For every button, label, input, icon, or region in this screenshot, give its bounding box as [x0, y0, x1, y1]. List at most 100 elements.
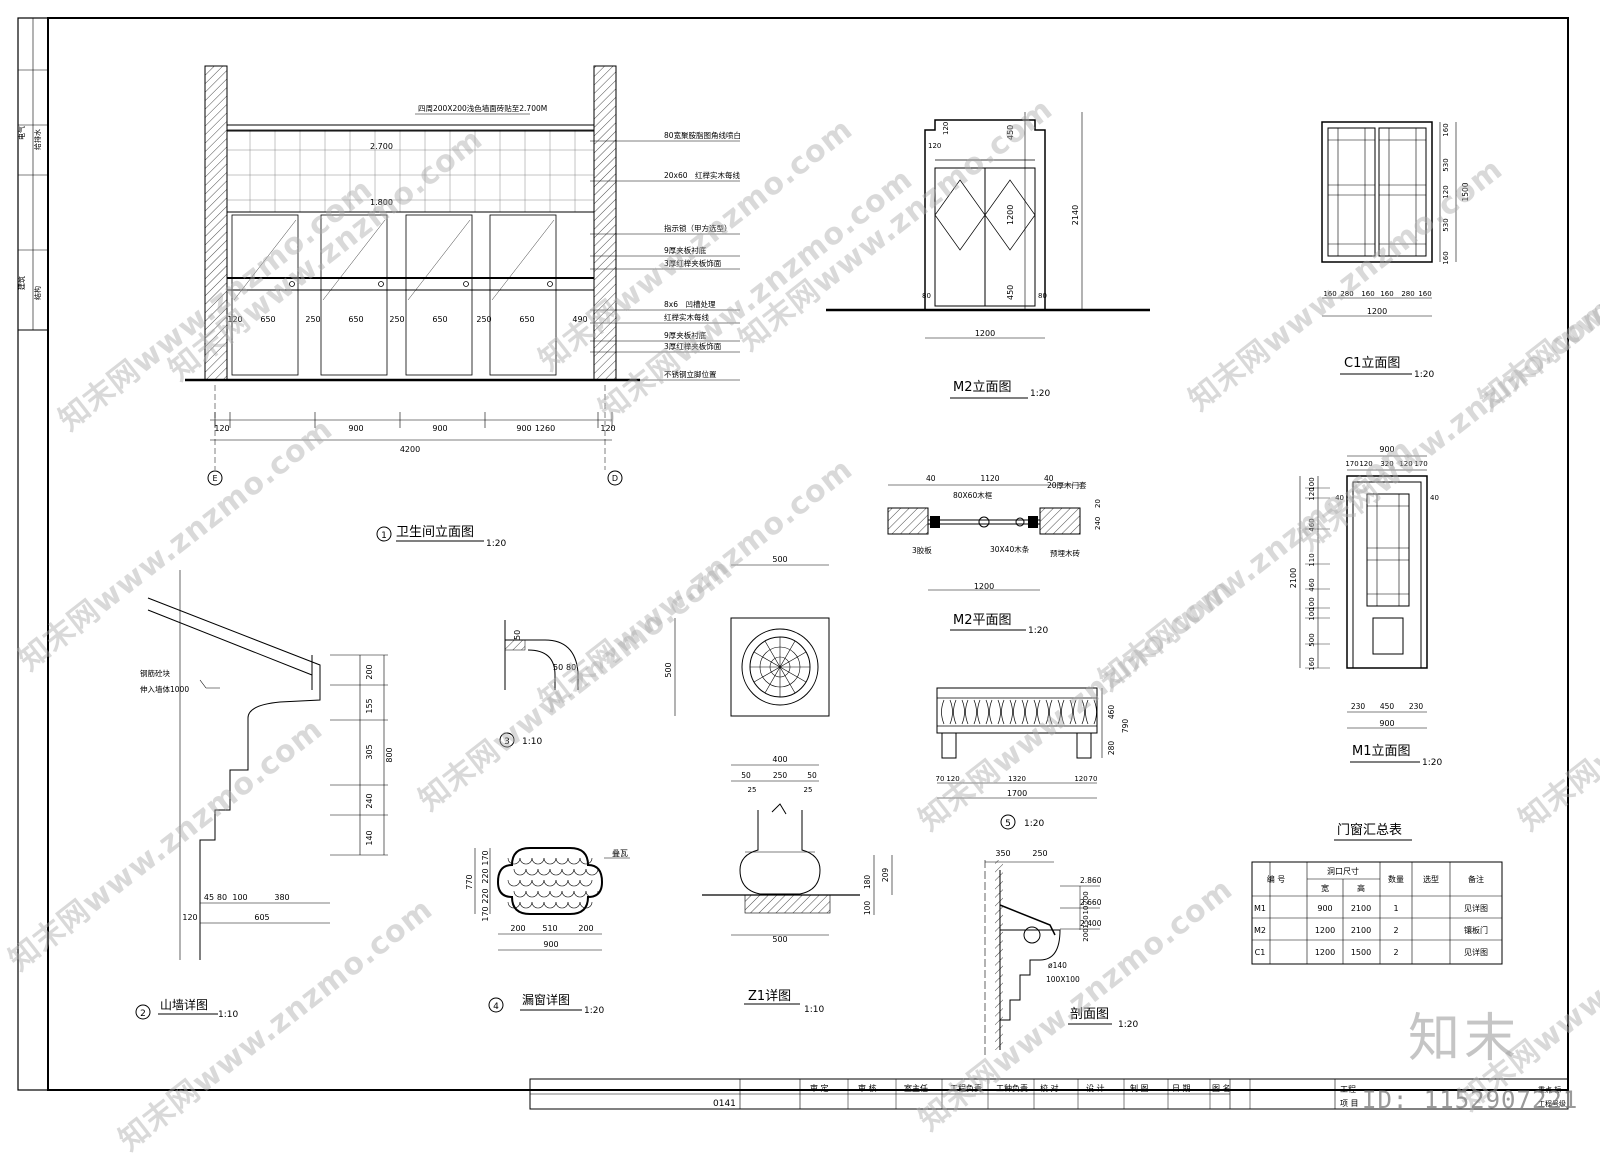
dim: 530 [1442, 158, 1450, 171]
schedule-cell: 900 [1317, 904, 1332, 913]
drawing-title: M2平面图 [953, 613, 1012, 628]
level-mark: 2.700 [370, 142, 393, 151]
dim: 650 [519, 315, 534, 324]
inner-border [47, 17, 1569, 1091]
dim: 250 [773, 771, 788, 780]
schedule-cell: 1 [1393, 904, 1398, 913]
dim: 900 [1379, 445, 1394, 454]
dim: 250 [389, 315, 404, 324]
dim: 209 [881, 868, 890, 883]
dim: 70 [936, 775, 945, 783]
drawing-number: 4 [493, 1002, 499, 1012]
m2-door-plan: 40 1120 40 80X60木框 20厚木门套 3胶板 30X40木条 预埋… [887, 474, 1102, 636]
dim: 280 [1340, 290, 1353, 298]
axis-label: E [212, 474, 217, 483]
drawing-scale: 1:20 [584, 1006, 604, 1016]
strip-label: 建筑 [17, 276, 26, 290]
dim: 80 [566, 663, 576, 672]
drawing-code: 0141 [713, 1099, 736, 1109]
dim: 120 [600, 424, 615, 433]
drawing-title: M1立面图 [1352, 744, 1411, 759]
dim: 120 [1074, 775, 1087, 783]
dim: 120 [182, 913, 197, 922]
dim: 170 [481, 906, 490, 921]
dim: 120 [1308, 487, 1316, 500]
dim: 100 [1308, 597, 1316, 610]
title-block-right: 重点·标 [1538, 1085, 1561, 1094]
dim: 650 [260, 315, 275, 324]
left-strip: 电气 给排水 建筑 结构 [17, 126, 42, 300]
schedule-cell: 1200 [1315, 926, 1335, 935]
dim: 650 [348, 315, 363, 324]
dim: 120 [1442, 185, 1450, 198]
dim: 160 [1418, 290, 1431, 298]
dim: 160 [1308, 657, 1316, 670]
schedule-cell: 见详图 [1464, 947, 1488, 957]
schedule-cell: 见详图 [1464, 903, 1488, 913]
dim: 70 [1089, 775, 1098, 783]
dim: 2100 [1289, 568, 1298, 588]
dim: 25 [748, 786, 757, 794]
note: 叠瓦 [612, 849, 628, 858]
project-label: 工程 [1340, 1085, 1356, 1094]
schedule-cell: 1200 [1315, 948, 1335, 957]
dim: 650 [432, 315, 447, 324]
drawing-number: 5 [1005, 819, 1011, 829]
dim: 155 [365, 698, 374, 713]
dim: 170 [1345, 460, 1358, 468]
dim: 200 [578, 924, 593, 933]
dim: 400 [772, 755, 787, 764]
dim: 900 [516, 424, 531, 433]
strip-label: 电气 [17, 126, 26, 140]
dim: 120 [214, 424, 229, 433]
label: 30X40木条 [990, 544, 1030, 554]
schedule-cell: C1 [1255, 948, 1266, 957]
dim: 100 [232, 893, 247, 902]
dim: 450 [1006, 285, 1015, 300]
drawing-number: 3 [504, 737, 510, 747]
dim-total: 2140 [1071, 205, 1080, 225]
schedule-header: 洞口尺寸 [1327, 866, 1359, 876]
title-block-cell: 图 名 [1212, 1083, 1231, 1093]
note: 四周200X200浅色墙面砖贴至2.700M [418, 103, 547, 113]
dim: 200 [1082, 891, 1090, 904]
note: 20x60 红榉实木每线 [664, 170, 741, 180]
schedule-cell: 2100 [1351, 904, 1371, 913]
drawing-title: 山墙详图 [160, 997, 208, 1012]
dim: 490 [572, 315, 587, 324]
column-base-detail: 500 500 400 50 250 50 25 25 180 209 100 … [664, 555, 893, 1015]
dim: 500 [1308, 633, 1316, 646]
dim: 250 [1032, 849, 1047, 858]
dim: 120 [942, 122, 950, 135]
title-block-cell: 工种负责 [996, 1083, 1028, 1093]
title-block-cell: 设 计 [1086, 1083, 1105, 1093]
dim: 240 [365, 793, 374, 808]
drawing-number: 2 [140, 1009, 146, 1019]
dim: 20 [1094, 499, 1102, 508]
note: 钢筋砼块 [140, 668, 170, 678]
dim: 800 [385, 747, 394, 762]
title-block-cell: 工程负责 [950, 1083, 982, 1093]
dim: 240 [1094, 517, 1102, 530]
dim: 160 [1442, 251, 1450, 264]
moulding-detail: 50 50 80 3 1:10 [499, 620, 579, 748]
level-mark: 2.860 [1080, 876, 1102, 885]
dim: 200 [510, 924, 525, 933]
dim: 45 [204, 893, 214, 902]
drawing-scale: 1:20 [1030, 389, 1050, 399]
dim: 200 [1082, 928, 1090, 941]
dim: 25 [804, 786, 813, 794]
dim: 770 [465, 874, 474, 889]
drawing-title: 漏窗详图 [522, 992, 570, 1007]
note: 9厚夹板衬底 [664, 245, 707, 255]
dim: 160 [1380, 290, 1393, 298]
dim: 220 [481, 888, 490, 903]
dim: 10 [1082, 906, 1090, 915]
drawing-scale: 1:20 [1414, 370, 1434, 380]
schedule-cell: 2100 [1351, 926, 1371, 935]
dim: 160 [1442, 123, 1450, 136]
label: 100X100 [1046, 975, 1080, 984]
level-mark: 2.400 [1080, 919, 1102, 928]
